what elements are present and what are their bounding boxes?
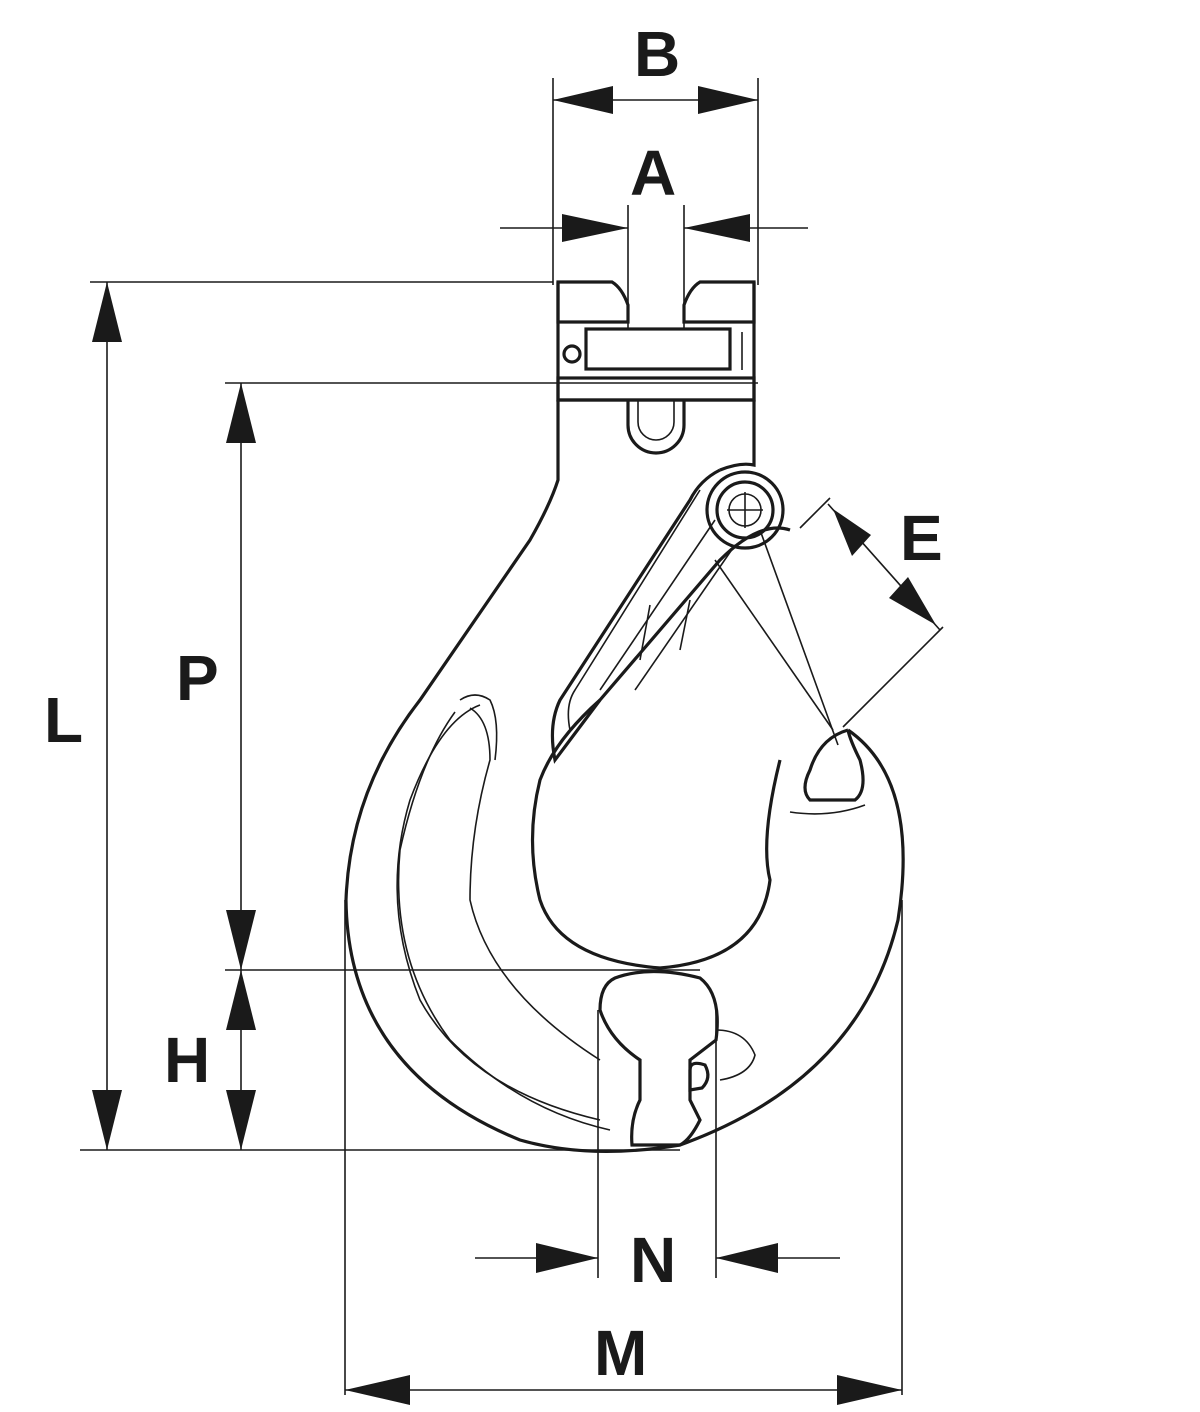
dimension-E xyxy=(827,503,941,631)
extension-lines xyxy=(80,78,944,1395)
label-L: L xyxy=(44,684,83,756)
chain-link xyxy=(626,400,686,455)
clevis-head xyxy=(556,280,756,402)
dimension-L xyxy=(92,282,122,1150)
hook-body xyxy=(344,400,905,1153)
label-N: N xyxy=(630,1224,676,1296)
dimension-A xyxy=(500,214,808,242)
label-P: P xyxy=(176,642,219,714)
dimension-N xyxy=(475,1243,840,1273)
dimension-H xyxy=(226,970,256,1150)
label-M: M xyxy=(594,1317,647,1389)
label-B: B xyxy=(634,18,680,90)
label-A: A xyxy=(630,137,676,209)
dimension-B xyxy=(553,86,758,114)
dimension-P xyxy=(226,383,256,970)
label-H: H xyxy=(164,1024,210,1096)
hook-section xyxy=(598,969,756,1147)
label-E: E xyxy=(900,502,943,574)
safety-latch xyxy=(550,468,839,764)
dimension-M xyxy=(345,1375,902,1405)
